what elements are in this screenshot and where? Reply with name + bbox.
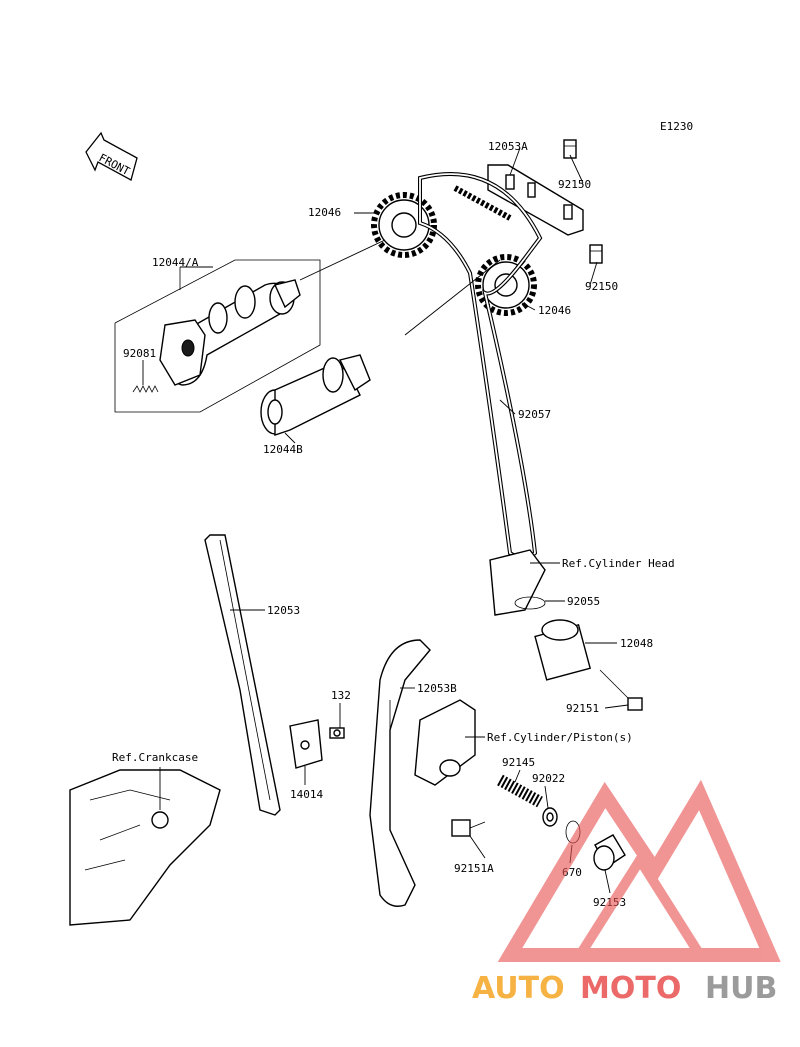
label-12044A: 12044/A bbox=[152, 256, 199, 269]
camshaft-b bbox=[260, 354, 371, 436]
bolt-92151A bbox=[451, 819, 486, 837]
leader-lines bbox=[142, 147, 629, 894]
chain-guide-12053A bbox=[487, 164, 584, 236]
spring-92081 bbox=[132, 385, 159, 393]
watermark-text: AUTO MOTO HUB bbox=[472, 971, 777, 1006]
bolt-92150-lower bbox=[589, 244, 603, 264]
label-92057: 92057 bbox=[518, 408, 551, 421]
label-92145: 92145 bbox=[502, 756, 535, 769]
camshaft-a-box bbox=[114, 259, 321, 413]
crankcase bbox=[69, 769, 221, 926]
bolt-92150-upper bbox=[563, 139, 577, 159]
label-92151A: 92151A bbox=[454, 862, 494, 875]
bolt-92151 bbox=[599, 669, 643, 711]
label-ref-cylinder-piston: Ref.Cylinder/Piston(s) bbox=[487, 731, 633, 744]
watermark-hub: HUB bbox=[705, 971, 777, 1006]
label-12046-lower: 12046 bbox=[538, 304, 571, 317]
tensioner-guide-12053B bbox=[369, 639, 431, 907]
bolt-132 bbox=[329, 727, 345, 739]
watermark-logo bbox=[497, 779, 781, 962]
label-12053A: 12053A bbox=[488, 140, 528, 153]
watermark-moto: MOTO bbox=[580, 971, 681, 1006]
camshaft-a bbox=[159, 279, 301, 386]
label-132: 132 bbox=[331, 689, 351, 702]
label-12053B: 12053B bbox=[417, 682, 457, 695]
chain-guide-12053 bbox=[204, 534, 281, 816]
cam-chain-tensioner-12048 bbox=[489, 549, 592, 681]
washer-92022 bbox=[542, 807, 558, 827]
cam-chain-92057 bbox=[418, 172, 543, 560]
label-ref-crankcase: Ref.Crankcase bbox=[112, 751, 198, 764]
label-92151: 92151 bbox=[566, 702, 599, 715]
label-12053: 12053 bbox=[267, 604, 300, 617]
diagram-code: E1230 bbox=[660, 120, 693, 133]
label-ref-cylinder-head: Ref.Cylinder Head bbox=[562, 557, 675, 570]
watermark-auto: AUTO bbox=[472, 971, 565, 1006]
label-92081: 92081 bbox=[123, 347, 156, 360]
plug-92153 bbox=[593, 834, 626, 871]
label-92150-upper: 92150 bbox=[558, 178, 591, 191]
sprocket-12046-lower bbox=[475, 254, 537, 316]
front-arrow-icon: FRONT bbox=[85, 131, 138, 181]
bracket-14014 bbox=[289, 719, 323, 769]
label-92150-lower: 92150 bbox=[585, 280, 618, 293]
label-12044B: 12044B bbox=[263, 443, 303, 456]
label-12046-upper: 12046 bbox=[308, 206, 341, 219]
label-14014: 14014 bbox=[290, 788, 323, 801]
label-92055: 92055 bbox=[567, 595, 600, 608]
label-12048: 12048 bbox=[620, 637, 653, 650]
label-92022: 92022 bbox=[532, 772, 565, 785]
tensioner-housing bbox=[414, 699, 476, 786]
